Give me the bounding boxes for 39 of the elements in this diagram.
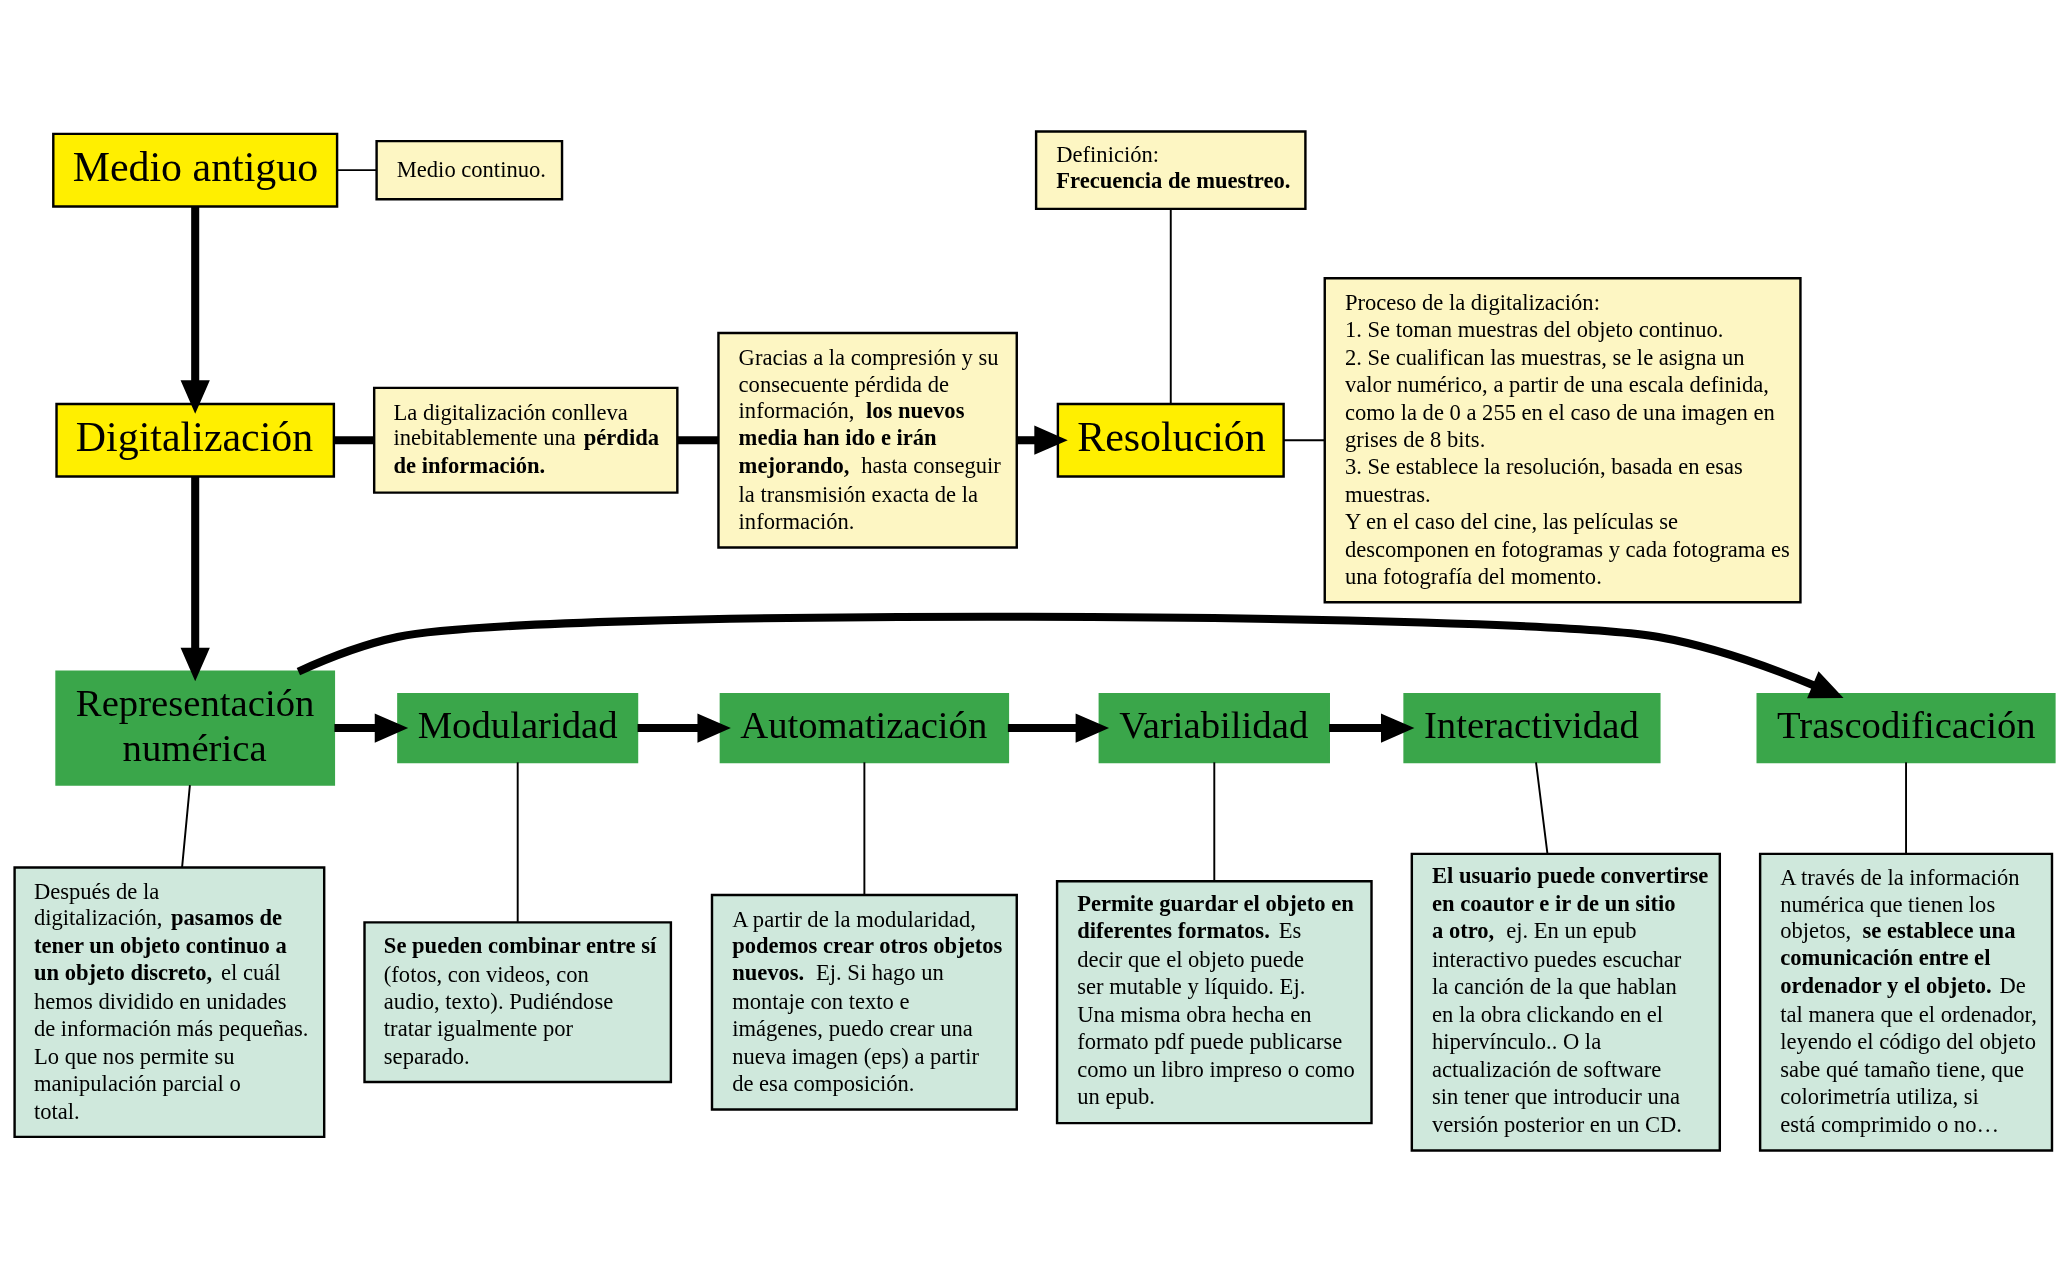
node-box: Medio continuo. xyxy=(375,139,564,200)
connector xyxy=(1213,760,1216,882)
node-box: A partir de la modularidad, podemos crear otros objetos nuevos. Ej. Si hago un montaje con texto e imágenes, puedo crear una nueva imagen (eps) a partir de esa composición. xyxy=(710,893,1018,1111)
node-box: Permite guardar el objeto en diferentes formatos. Es decir que el objeto puede ser mutable y líquido. Ej. Una misma obra hecha en formato pdf puede publicarse como un libro impreso o como un epub. xyxy=(1055,879,1373,1124)
connector xyxy=(1905,760,1908,854)
node-box: Proceso de la digitalización: 1. Se toman muestras del objeto continuo. 2. Se cualifican las muestras, se le asigna un valor numérico, a partir de una escala definida, como la de 0 a 255 en el caso de una imagen en grises de 8 bits. 3. Se establece la resolución, basada en esas muestras. Y en el caso del cine, las películas se descomponen en fotogramas y cada fotograma es una fotografía del momento. xyxy=(1323,276,1802,603)
connector xyxy=(1535,760,1549,854)
connector xyxy=(516,760,519,923)
node-box: Variabilidad xyxy=(1098,692,1330,763)
node-box: Digitalización xyxy=(55,402,336,478)
connector xyxy=(334,435,374,444)
node-box: Resolución xyxy=(1056,402,1285,478)
connector xyxy=(678,435,718,444)
node-box: Definición: Frecuencia de muestreo. xyxy=(1034,129,1307,210)
connector xyxy=(1283,438,1326,441)
node-box: A través de la información numérica que tienen los objetos, se establece una comunicación entre el ordenador y el objeto. De tal manera que el ordenador, leyendo el código del objeto sabe qué tamaño tiene, que colorimetría utiliza, si está comprimido o no… xyxy=(1758,852,2054,1152)
node-box: Automatización xyxy=(719,692,1010,763)
arrow xyxy=(180,476,210,681)
connector xyxy=(863,760,866,896)
node-box: El usuario puede convertirse en coautor e ir de un sitio a otro, ej. En un epub interactivo puedes escuchar la canción de la que hablan en la obra clickando en el hipervínculo.. O la actualización de software sin tener que introducir una versión posterior en un CD. xyxy=(1410,852,1721,1152)
node-box: La digitalización conlleva inebitablemente una pérdida de información. xyxy=(372,386,679,494)
node-box: Trascodificación xyxy=(1756,692,2056,763)
node-box: Interactividad xyxy=(1403,692,1661,763)
arrow xyxy=(296,612,1844,698)
node-box: Medio antiguo xyxy=(52,132,339,208)
arrow xyxy=(637,712,731,743)
node-box: Gracias a la compresión y su consecuente pérdida de información, los nuevos media han ido e irán mejorando, hasta conseguir la transmisión exacta de la información. xyxy=(717,331,1018,549)
connector xyxy=(336,168,378,171)
arrow xyxy=(1329,712,1415,743)
node-box: Después de la digitalización, pasamos de tener un objeto continuo a un objeto discreto, el cuál hemos dividido en unidades de información más pequeñas. Lo que nos permite su manipulación parcial o total. xyxy=(13,865,326,1138)
connector xyxy=(181,783,191,868)
arrow xyxy=(1007,712,1110,743)
arrow xyxy=(180,206,210,414)
node-box: Representación numérica xyxy=(55,669,336,786)
node-box: Se pueden combinar entre sí (fotos, con videos, con audio, texto). Pudiéndose tratar igualmente por separado. xyxy=(363,920,673,1083)
node-box: Modularidad xyxy=(397,692,639,763)
arrow xyxy=(1016,425,1068,455)
arrow xyxy=(334,712,409,743)
connector xyxy=(1169,207,1172,405)
